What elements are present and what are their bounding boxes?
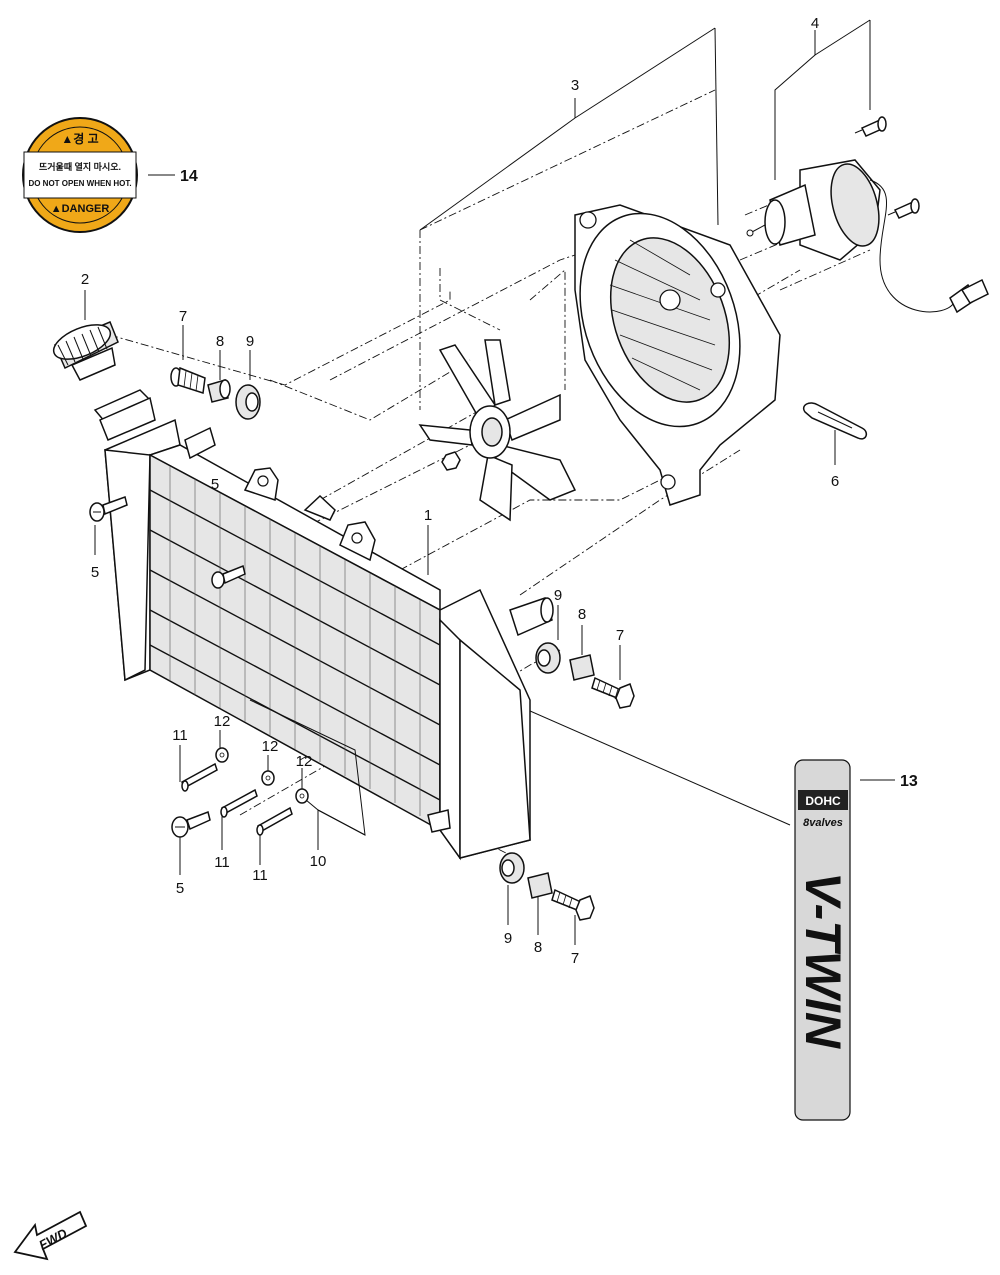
warning-label-line1: 뜨거울때 열지 마시오. — [39, 161, 121, 172]
warning-label-top: ▲경 고 — [61, 132, 98, 146]
callout-7-lower: 7 — [571, 950, 579, 967]
callout-7-upper: 7 — [179, 308, 187, 325]
decal-vtwin: V-TWIN — [795, 872, 851, 1049]
callout-4: 4 — [811, 15, 819, 32]
callout-5-lower: 5 — [176, 880, 184, 897]
mount-hardware-right-middle — [535, 642, 635, 709]
fan-blade — [418, 339, 577, 522]
callout-10: 10 — [310, 853, 327, 870]
callout-11-left: 11 — [172, 727, 188, 744]
callout-8-upper: 8 — [216, 333, 224, 350]
callout-3: 3 — [571, 77, 579, 94]
motor-screw — [887, 198, 920, 219]
callout-9-lower: 9 — [504, 930, 512, 947]
mount-hardware-lower — [499, 852, 595, 921]
warning-label-part-14: ▲경 고 뜨거울때 열지 마시오. DO NOT OPEN WHEN HOT. … — [22, 117, 138, 233]
radiator-cap-part-2 — [52, 321, 156, 441]
callout-11-right: 11 — [252, 867, 268, 884]
mount-hardware-upper-left — [170, 366, 261, 420]
screw-part-5-middle — [211, 564, 246, 589]
callout-8-lower: 8 — [534, 939, 542, 956]
callout-12-left: 12 — [214, 713, 231, 730]
fan-motor-part-4 — [746, 116, 989, 314]
callout-13: 13 — [900, 773, 918, 790]
callout-11-middle: 11 — [214, 854, 230, 871]
fan-shroud-part-3 — [574, 204, 781, 506]
warning-label-bottom: ▲DANGER — [51, 203, 110, 215]
callout-5-middle: 5 — [211, 476, 219, 493]
callout-8-middle: 8 — [578, 606, 586, 623]
callout-2: 2 — [81, 271, 89, 288]
callout-5-upper: 5 — [91, 564, 99, 581]
guard-plate-part-10 — [249, 699, 366, 836]
radiator-part-1 — [104, 418, 554, 861]
decal-valves: 8valves — [803, 817, 843, 829]
callout-14: 14 — [180, 168, 198, 185]
callout-7-middle: 7 — [616, 627, 624, 644]
screw-part-5-upper — [89, 496, 128, 522]
pins-and-washers — [181, 747, 309, 836]
callout-1: 1 — [424, 507, 432, 524]
callout-9-upper: 9 — [246, 333, 254, 350]
callout-9-middle: 9 — [554, 587, 562, 604]
warning-label-line2: DO NOT OPEN WHEN HOT. — [28, 179, 131, 188]
callout-numbers: 1 2 3 4 5 5 5 6 7 7 7 8 8 8 9 9 9 10 11 … — [81, 15, 918, 967]
fwd-arrow: FWD — [13, 1210, 88, 1261]
decal-badge-dohc: DOHC — [805, 794, 841, 808]
callout-6: 6 — [831, 473, 839, 490]
callout-12-middle: 12 — [262, 738, 279, 755]
motor-screw — [854, 116, 887, 137]
screw-part-5-lower — [171, 810, 211, 838]
clip-part-6 — [803, 402, 868, 440]
callout-12-right: 12 — [296, 753, 313, 770]
vtwin-decal-part-13: DOHC 8valves V-TWIN — [794, 759, 851, 1121]
